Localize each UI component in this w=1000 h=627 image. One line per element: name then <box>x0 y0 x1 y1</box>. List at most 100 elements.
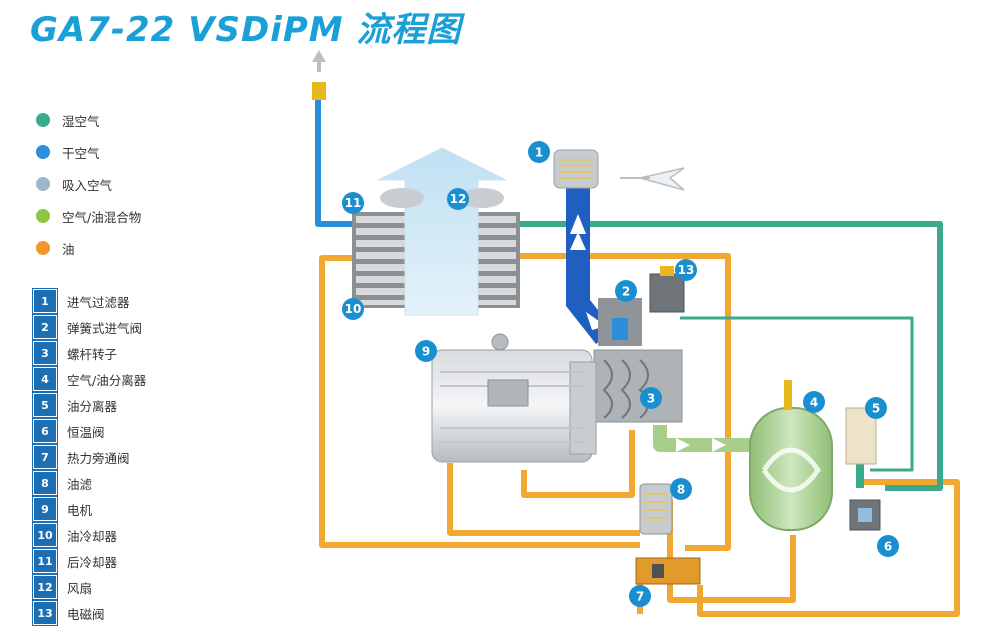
badge-label: 6 <box>884 540 892 554</box>
part-number: 11 <box>33 549 57 573</box>
badge-label: 7 <box>636 590 644 604</box>
legend-item: 油 <box>36 232 141 264</box>
part-number: 3 <box>33 341 57 365</box>
part-item: 9 电机 <box>33 496 146 522</box>
badge-label: 8 <box>677 483 685 497</box>
separator-valve <box>784 380 792 410</box>
oil-line-motor <box>447 463 640 536</box>
part-label: 油冷却器 <box>67 528 118 544</box>
badge-label: 13 <box>678 263 695 277</box>
part-item: 3 螺杆转子 <box>33 340 146 366</box>
part-label: 进气过滤器 <box>67 294 130 310</box>
part-number: 12 <box>33 575 57 599</box>
part-number: 2 <box>33 315 57 339</box>
part-number: 8 <box>33 471 57 495</box>
part-label: 后冷却器 <box>67 554 118 570</box>
badge-label: 3 <box>647 392 655 406</box>
badge: 3 <box>640 387 662 409</box>
part-number: 13 <box>33 601 57 625</box>
part-label: 恒温阀 <box>67 424 105 440</box>
legend-label: 油 <box>62 241 75 257</box>
intake-flow-arrow-icon <box>570 214 586 250</box>
mixture-flow-arrow-icon <box>676 438 726 452</box>
motor-flange <box>569 361 597 455</box>
oil-line-thermostat <box>697 479 960 617</box>
part-number: 10 <box>33 523 57 547</box>
thermostat-window <box>858 508 872 522</box>
oil-line-cooler-return <box>319 255 640 548</box>
part-item: 5 油分离器 <box>33 392 146 418</box>
part-number: 6 <box>33 419 57 443</box>
legend-item: 吸入空气 <box>36 168 141 200</box>
part-label: 电磁阀 <box>67 606 105 622</box>
badge: 2 <box>615 280 637 302</box>
oil-lines <box>319 253 960 617</box>
fan-blade-right <box>460 188 504 208</box>
badge-label: 5 <box>872 402 880 416</box>
parts-list: 1 进气过滤器 2 弹簧式进气阀 3 螺杆转子 4 空气/油分离器 5 油分离器 6 恒温阀… <box>33 288 146 626</box>
part-number: 7 <box>33 445 57 469</box>
badge-label: 9 <box>422 345 430 359</box>
part-number: 4 <box>33 367 57 391</box>
part-label: 弹簧式进气阀 <box>67 320 143 336</box>
part-number: 1 <box>33 289 57 313</box>
part-number: 9 <box>33 497 57 521</box>
badge: 9 <box>415 340 437 362</box>
wet-air-line-control <box>680 316 914 472</box>
part-item: 4 空气/油分离器 <box>33 366 146 392</box>
wet-air-line-main <box>516 221 943 491</box>
legend-swatch <box>36 209 50 223</box>
badge: 13 <box>675 259 697 281</box>
badge-label: 12 <box>450 192 467 206</box>
legend-item: 干空气 <box>36 136 141 168</box>
part-item: 2 弹簧式进气阀 <box>33 314 146 340</box>
thermostatic-valve <box>849 499 881 531</box>
legend-swatch <box>36 145 50 159</box>
fan-blade-left <box>380 188 424 208</box>
component-badges: 1 2 3 4 5 6 7 8 9 10 11 12 13 <box>342 141 899 607</box>
oil-line-rotor <box>521 430 635 498</box>
solenoid-valve <box>649 273 685 313</box>
part-label: 风扇 <box>67 580 93 596</box>
part-item: 6 恒温阀 <box>33 418 146 444</box>
part-label: 热力旁通阀 <box>67 450 130 466</box>
part-label: 油分离器 <box>67 398 118 414</box>
badge: 4 <box>803 391 825 413</box>
part-item: 12 风扇 <box>33 574 146 600</box>
part-label: 电机 <box>67 502 93 518</box>
outlet-arrow-icon <box>312 50 326 72</box>
outlet-valve <box>312 82 326 100</box>
part-number: 5 <box>33 393 57 417</box>
oil-line-separator <box>667 500 796 603</box>
badge: 8 <box>670 478 692 500</box>
badge: 12 <box>447 188 469 210</box>
part-item: 10 油冷却器 <box>33 522 146 548</box>
motor-lifting-eye <box>491 333 509 351</box>
badge: 1 <box>528 141 550 163</box>
badge-label: 2 <box>622 285 630 299</box>
part-item: 11 后冷却器 <box>33 548 146 574</box>
legend-item: 湿空气 <box>36 104 141 136</box>
page-title: GA7-22 VSDiPM 流程图 <box>30 10 462 50</box>
separator-swirl <box>761 447 822 493</box>
legend-label: 吸入空气 <box>62 177 113 193</box>
legend-item: 空气/油混合物 <box>36 200 141 232</box>
legend-swatch <box>36 177 50 191</box>
oil-line-cooler-supply <box>516 253 731 551</box>
inlet-valve-piston <box>612 318 628 340</box>
badge-label: 10 <box>345 302 362 316</box>
motor-terminal-box <box>487 379 529 407</box>
oil-filter <box>639 483 673 535</box>
part-label: 螺杆转子 <box>67 346 118 362</box>
badge: 11 <box>342 192 364 214</box>
legend-swatch <box>36 241 50 255</box>
badge-label: 4 <box>810 396 818 410</box>
solenoid-cap <box>660 266 674 276</box>
badge: 5 <box>865 397 887 419</box>
badge-label: 11 <box>345 196 362 210</box>
badge: 10 <box>342 298 364 320</box>
mixture-pipe <box>653 425 752 452</box>
part-label: 空气/油分离器 <box>67 372 147 388</box>
